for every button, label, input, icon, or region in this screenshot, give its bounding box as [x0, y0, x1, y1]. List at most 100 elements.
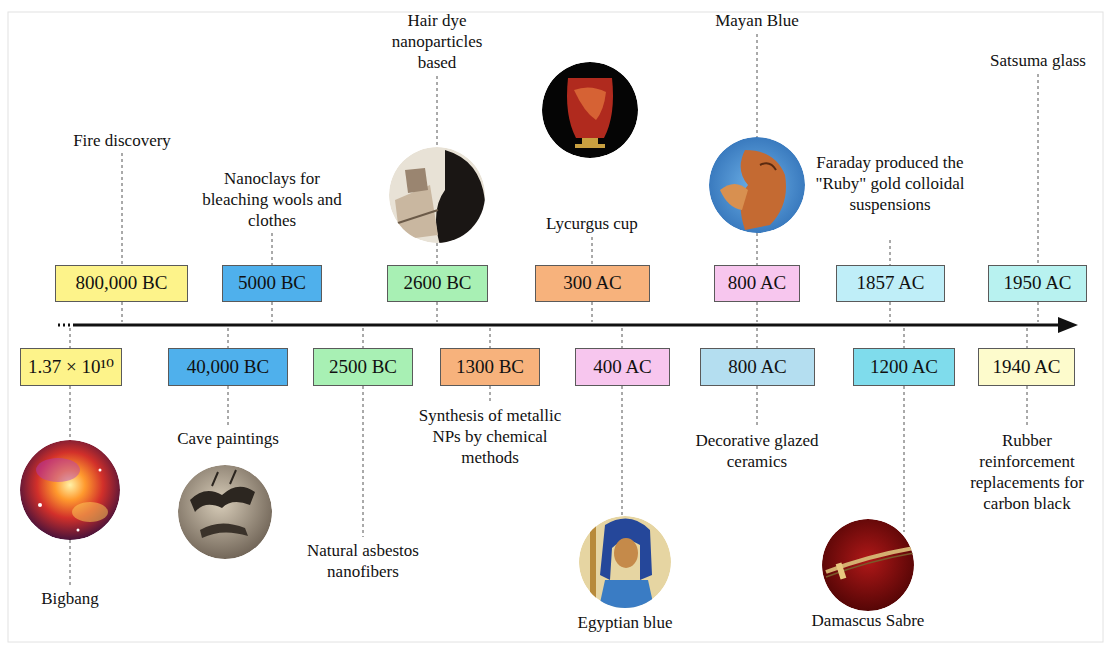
date-text: 1200 AC: [870, 357, 938, 378]
leader-line: [757, 386, 758, 427]
date-text: 1940 AC: [992, 357, 1060, 378]
leader-line: [592, 302, 593, 322]
date-text: 1.37 × 10¹⁰: [28, 357, 114, 378]
leader-line: [272, 233, 273, 265]
nebula-cloud: [36, 458, 80, 482]
event-label: Lycurgus cup: [527, 213, 657, 234]
mayan-blue-picture: [709, 137, 805, 233]
nebula: [20, 440, 120, 540]
red-ground: [822, 519, 914, 611]
date-box: 800 AC: [700, 348, 815, 386]
animal-drawing: [190, 487, 255, 512]
cup-glow: [574, 87, 606, 120]
egyptian-blue-picture: [579, 516, 671, 612]
star: [38, 503, 42, 507]
leader-line: [490, 386, 491, 402]
event-label: Nanoclays for bleaching wools and clothe…: [202, 168, 342, 231]
date-box: 1200 AC: [853, 348, 955, 386]
horn-drawing: [212, 470, 236, 486]
date-text: 1300 BC: [456, 357, 524, 378]
date-text: 40,000 BC: [187, 357, 269, 378]
date-text: 400 AC: [593, 357, 652, 378]
animal-drawing: [200, 523, 248, 538]
event-label: Bigbang: [20, 588, 120, 609]
bigbang-picture: [20, 440, 120, 540]
cave-painting-picture: [178, 465, 272, 559]
hair-figure: [436, 150, 486, 245]
leader-line: [70, 328, 71, 348]
cup-foot: [575, 144, 605, 148]
date-box: 2500 BC: [313, 348, 413, 386]
leader-line: [228, 328, 229, 348]
leader-line: [363, 386, 364, 537]
leader-line: [890, 302, 891, 322]
event-label: Decorative glazed ceramics: [672, 430, 842, 472]
leader-line: [904, 328, 905, 348]
leader-line: [70, 540, 71, 585]
leader-line: [228, 386, 229, 425]
figure-detail: [405, 168, 428, 193]
date-box: 1950 AC: [988, 265, 1087, 302]
date-box: 1857 AC: [836, 265, 945, 302]
event-label: Hair dye nanoparticles based: [377, 10, 497, 73]
date-text: 5000 BC: [238, 273, 306, 294]
date-text: 800,000 BC: [76, 273, 168, 294]
star: [99, 469, 102, 472]
dark-ground: [542, 62, 638, 158]
leader-line: [70, 386, 71, 440]
leader-line: [757, 328, 758, 348]
figure-frame: [8, 12, 1103, 642]
leader-line: [363, 328, 364, 348]
leader-line: [122, 302, 123, 322]
leader-line: [904, 386, 905, 532]
leader-line: [1027, 386, 1028, 427]
axis-arrowhead: [1058, 317, 1078, 333]
date-box: 800 AC: [714, 265, 800, 302]
date-box: 800,000 BC: [55, 265, 188, 302]
leader-line: [622, 386, 623, 516]
leader-line: [890, 240, 891, 265]
sabre-guard: [836, 562, 847, 579]
date-text: 2500 BC: [329, 357, 397, 378]
event-label: Faraday produced the "Ruby" gold colloid…: [810, 152, 970, 215]
date-box: 1300 BC: [440, 348, 540, 386]
date-text: 2600 BC: [403, 273, 471, 294]
leader-line: [757, 34, 758, 137]
event-label: Rubber reinforcement replacements for ca…: [965, 430, 1090, 514]
leader-line: [622, 328, 623, 348]
mural-figure: [720, 184, 748, 210]
event-label: Cave paintings: [158, 428, 298, 449]
leader-line: [272, 302, 273, 322]
event-label: Synthesis of metallic NPs by chemical me…: [418, 405, 563, 468]
column-band: [590, 520, 596, 600]
star: [77, 529, 80, 532]
axis-dotted-start: [58, 324, 75, 327]
date-box: 40,000 BC: [168, 348, 288, 386]
event-label: Damascus Sabre: [793, 610, 943, 631]
event-label: Fire discovery: [42, 130, 202, 151]
leader-line: [437, 243, 438, 265]
lycurgus-cup-picture: [542, 62, 638, 158]
date-box: 400 AC: [575, 348, 670, 386]
date-text: 800 AC: [728, 357, 787, 378]
leader-line: [1038, 302, 1039, 322]
leader-line: [757, 302, 758, 322]
rock-surface: [178, 465, 272, 559]
leader-line: [437, 76, 438, 147]
event-label: Natural asbestos nanofibers: [278, 540, 448, 582]
nebula-cloud: [72, 502, 108, 522]
event-label: Satsuma glass: [973, 50, 1103, 71]
event-label: Mayan Blue: [697, 10, 817, 31]
date-box: 1940 AC: [978, 348, 1075, 386]
mural-ground: [709, 137, 805, 233]
timeline-axis: [75, 324, 1062, 327]
date-box: 1.37 × 10¹⁰: [20, 348, 122, 386]
leader-line: [490, 328, 491, 348]
date-box: 2600 BC: [387, 265, 488, 302]
date-box: 300 AC: [535, 265, 650, 302]
date-text: 1857 AC: [856, 273, 924, 294]
cup-foot: [582, 138, 598, 144]
hair-dye-picture: [389, 147, 486, 245]
leader-line: [437, 302, 438, 322]
